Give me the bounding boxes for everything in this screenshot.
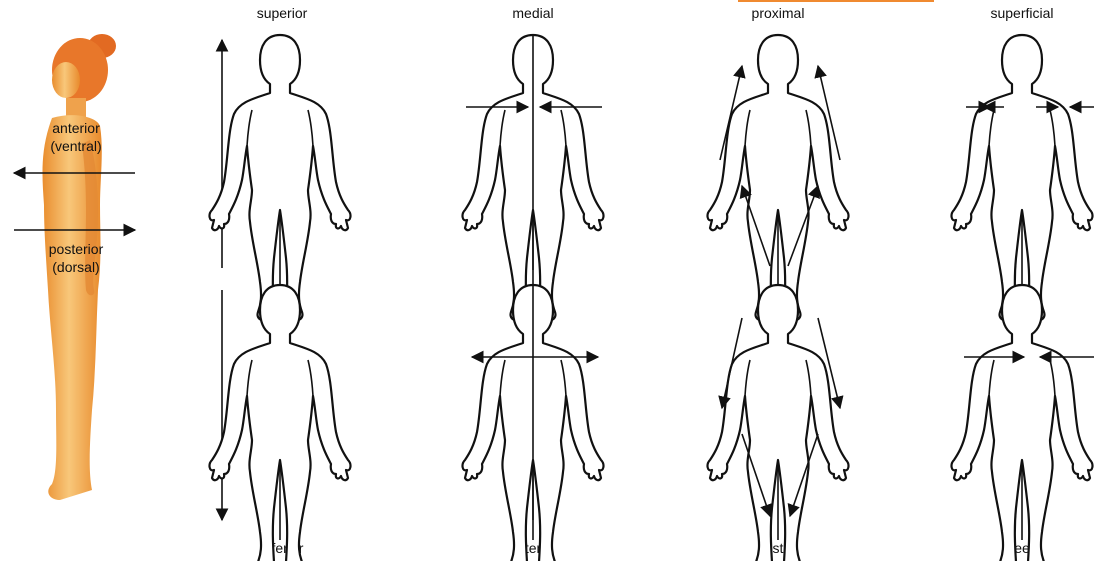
label-dorsal: (dorsal) [52, 259, 99, 275]
label-medial: medial [512, 5, 553, 21]
body-outline-deep [952, 285, 1093, 561]
accent-bar [738, 0, 934, 2]
label-superior: superior [257, 5, 308, 21]
body-outline-superficial [952, 35, 1093, 321]
label-ventral: (ventral) [50, 138, 101, 154]
label-superficial: superficial [990, 5, 1053, 21]
body-outline-proximal [708, 35, 849, 321]
label-posterior: posterior [49, 241, 104, 257]
body-outline-inferior [210, 285, 351, 561]
body-outline-distal [708, 285, 849, 561]
body-outline-superior [210, 35, 351, 321]
label-proximal: proximal [752, 5, 805, 21]
label-anterior: anterior [52, 120, 100, 136]
